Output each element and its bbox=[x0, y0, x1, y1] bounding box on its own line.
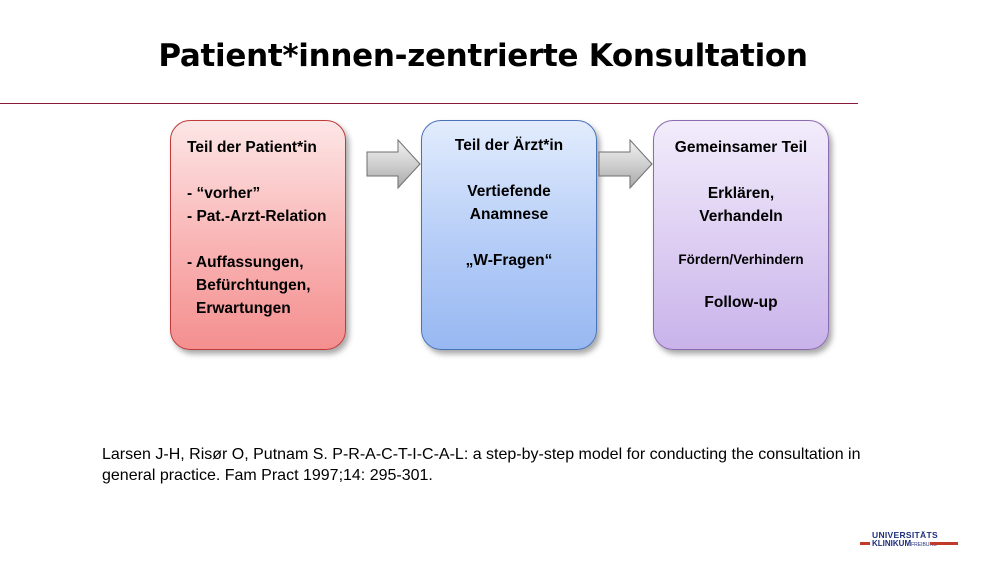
patient-item-fears: Befürchtungen, bbox=[196, 277, 311, 294]
shared-line-promote-prevent: Fördern/Verhindern bbox=[678, 252, 804, 267]
shared-line-explain: Erklären, bbox=[707, 185, 775, 202]
doctor-line-anamnesis: Anamnese bbox=[469, 206, 549, 223]
patient-item-relation: - Pat.-Arzt-Relation bbox=[187, 208, 327, 225]
arrow-right-icon bbox=[598, 138, 653, 190]
doctor-line-deepening: Vertiefende bbox=[467, 183, 551, 200]
university-hospital-logo: UNIVERSITÄTS KLINIKUMFREIBURG bbox=[860, 530, 960, 550]
logo-accent-bar bbox=[930, 542, 958, 545]
doctor-line-w-questions: „W-Fragen“ bbox=[465, 252, 553, 269]
patient-part-box: Teil der Patient*in - “vorher” - Pat.-Ar… bbox=[170, 120, 346, 350]
logo-line-2-text: KLINIKUM bbox=[872, 539, 912, 548]
patient-item-before: - “vorher” bbox=[187, 185, 261, 202]
doctor-part-box: Teil der Ärzt*in Vertiefende Anamnese „W… bbox=[421, 120, 597, 350]
title-divider bbox=[0, 103, 858, 104]
logo-accent-bar bbox=[860, 542, 870, 545]
shared-part-heading: Gemeinsamer Teil bbox=[674, 139, 808, 156]
doctor-part-heading: Teil der Ärzt*in bbox=[454, 137, 564, 154]
patient-item-views: - Auffassungen, bbox=[187, 254, 304, 271]
shared-line-follow-up: Follow-up bbox=[704, 294, 778, 311]
patient-part-heading: Teil der Patient*in bbox=[187, 139, 317, 156]
page-title: Patient*innen-zentrierte Konsultation bbox=[158, 38, 808, 74]
logo-line-1: UNIVERSITÄTS bbox=[872, 530, 938, 540]
shared-line-negotiate: Verhandeln bbox=[699, 208, 783, 225]
shared-part-box: Gemeinsamer Teil Erklären, Verhandeln Fö… bbox=[653, 120, 829, 350]
reference-citation: Larsen J-H, Risør O, Putnam S. P-R-A-C-T… bbox=[102, 446, 861, 484]
logo-city-text: FREIBURG bbox=[911, 542, 937, 548]
logo-line-2: KLINIKUMFREIBURG bbox=[872, 539, 937, 548]
patient-item-expectations: Erwartungen bbox=[196, 300, 291, 317]
arrow-right-icon bbox=[366, 138, 421, 190]
